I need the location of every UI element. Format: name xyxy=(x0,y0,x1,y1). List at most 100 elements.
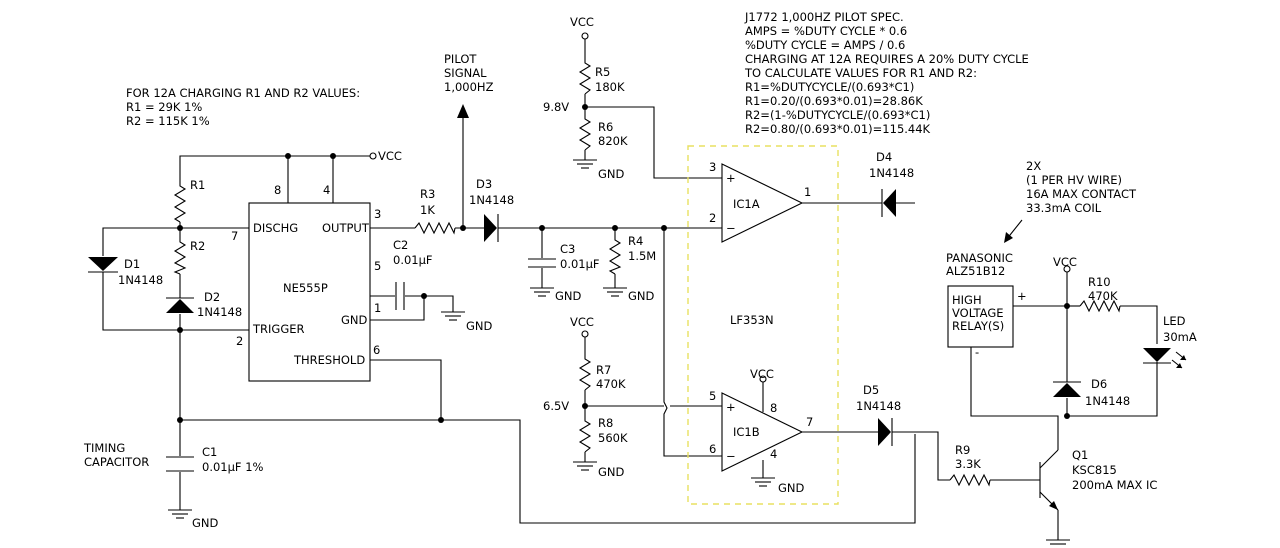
pin-number: 2 xyxy=(236,334,243,348)
pin-gnd-label: GND xyxy=(341,313,368,327)
r7-value: 470K xyxy=(596,377,626,391)
svg-text:FOR 12A CHARGING R1 AND R2 VAL: FOR 12A CHARGING R1 AND R2 VALUES: xyxy=(126,86,360,100)
gnd-label: GND xyxy=(628,289,655,303)
capacitor-c2 xyxy=(395,282,405,310)
vcc-label: VCC xyxy=(1053,255,1077,269)
led-ref: LED xyxy=(1163,314,1186,328)
c2-value: 0.01µF xyxy=(393,253,433,267)
gnd-label: GND xyxy=(778,481,805,495)
resistor-r5 xyxy=(578,60,592,95)
junctions xyxy=(177,104,1070,423)
d1-ref: D1 xyxy=(124,257,140,271)
pin-number: 6 xyxy=(709,442,716,456)
capacitor-c3 xyxy=(528,258,556,268)
d5-value: 1N4148 xyxy=(856,399,901,413)
c1-ref: C1 xyxy=(202,445,217,459)
pin-number: 1 xyxy=(804,185,811,199)
gnd-label: GND xyxy=(555,289,582,303)
lf353-label: LF353N xyxy=(730,313,774,327)
svg-text:16A MAX CONTACT: 16A MAX CONTACT xyxy=(1026,187,1137,201)
svg-text:R1 = 29K 1%: R1 = 29K 1% xyxy=(126,100,202,114)
svg-text:R2=(1-%DUTYCYCLE/(0.693*C1): R2=(1-%DUTYCYCLE/(0.693*C1) xyxy=(745,108,930,122)
q1-value: KSC815 xyxy=(1072,463,1117,477)
pin-number: 7 xyxy=(806,415,813,429)
diode-d6 xyxy=(1053,381,1081,397)
resistor-r6 xyxy=(578,116,592,151)
ic1b-label: IC1B xyxy=(733,425,760,439)
resistor-r1 xyxy=(173,182,187,223)
pin-number: 5 xyxy=(709,389,716,403)
capacitor-c1 xyxy=(166,456,194,472)
relay-note: 2X (1 PER HV WIRE) 16A MAX CONTACT 33.3m… xyxy=(1026,159,1137,215)
d4-value: 1N4148 xyxy=(869,166,914,180)
pilot-arrow xyxy=(457,104,469,118)
pin-number: 8 xyxy=(770,401,777,415)
relay-minus: - xyxy=(975,345,979,359)
pin-number: 1 xyxy=(374,301,381,315)
relay-part: ALZ51B12 xyxy=(946,264,1005,278)
ground-symbols xyxy=(168,159,1070,545)
r1-ref: R1 xyxy=(190,178,205,192)
svg-text:PILOT: PILOT xyxy=(444,52,477,66)
relay-arrow xyxy=(1004,219,1023,243)
resistor-r8 xyxy=(578,418,592,453)
diode-d1 xyxy=(88,257,118,273)
svg-text:CAPACITOR: CAPACITOR xyxy=(84,455,149,469)
resistor-r7 xyxy=(578,356,592,391)
d6-ref: D6 xyxy=(1091,377,1107,391)
c1-value: 0.01µF 1% xyxy=(202,460,264,474)
pin-number: 4 xyxy=(323,183,330,197)
pin-number: 3 xyxy=(709,160,716,174)
led xyxy=(1143,348,1187,369)
ic1b-plus: + xyxy=(726,400,736,414)
r10-value: 470K xyxy=(1088,289,1118,303)
diode-d4 xyxy=(881,189,896,217)
q1-note: 200mA MAX IC xyxy=(1072,478,1157,492)
r2-ref: R2 xyxy=(190,239,205,253)
diode-d2 xyxy=(166,297,194,313)
ne555-label: NE555P xyxy=(283,281,328,295)
r4-value: 1.5M xyxy=(628,249,656,263)
svg-text:R1=%DUTYCYCLE/(0.693*C1): R1=%DUTYCYCLE/(0.693*C1) xyxy=(745,80,914,94)
c2-ref: C2 xyxy=(393,238,408,252)
r8-ref: R8 xyxy=(598,416,613,430)
r9-value: 3.3K xyxy=(955,457,981,471)
svg-text:33.3mA COIL: 33.3mA COIL xyxy=(1026,201,1102,215)
node-voltage: 9.8V xyxy=(543,100,569,114)
svg-text:R1=0.20/(0.693*0.01)=28.86K: R1=0.20/(0.693*0.01)=28.86K xyxy=(745,94,923,108)
pilot-signal-label: PILOT SIGNAL 1,000HZ xyxy=(444,52,494,94)
r-values-note: FOR 12A CHARGING R1 AND R2 VALUES: R1 = … xyxy=(126,86,360,128)
svg-text:2X: 2X xyxy=(1026,159,1041,173)
ic1a-minus: − xyxy=(726,221,736,235)
opamp-ic1b xyxy=(721,392,804,472)
pin-number: 6 xyxy=(373,343,380,357)
pin-output-label: OUTPUT xyxy=(322,221,370,235)
r4-ref: R4 xyxy=(628,234,643,248)
r3-value: 1K xyxy=(420,203,435,217)
relay-box-line: HIGH xyxy=(952,293,982,307)
r5-ref: R5 xyxy=(595,65,610,79)
opamp-ic1a xyxy=(721,163,804,243)
pin-threshold-label: THRESHOLD xyxy=(293,353,365,367)
c3-value: 0.01µF xyxy=(560,257,600,271)
svg-text:R2=0.80/(0.693*0.01)=115.44K: R2=0.80/(0.693*0.01)=115.44K xyxy=(745,122,931,136)
resistor-r3 xyxy=(414,221,456,235)
pin-number: 4 xyxy=(770,447,777,461)
r8-value: 560K xyxy=(598,431,628,445)
relay-plus: + xyxy=(1017,289,1027,303)
pin-number: 7 xyxy=(231,229,238,243)
resistor-r4 xyxy=(608,236,622,275)
d2-value: 1N4148 xyxy=(197,305,242,319)
svg-text:%DUTY CYCLE = AMPS / 0.6: %DUTY CYCLE = AMPS / 0.6 xyxy=(745,38,905,52)
d4-ref: D4 xyxy=(876,150,892,164)
diode-d5 xyxy=(878,418,893,446)
r9-ref: R9 xyxy=(955,443,970,457)
relay-box xyxy=(947,285,1014,348)
ic1a-label: IC1A xyxy=(733,197,760,211)
r10-ref: R10 xyxy=(1088,275,1111,289)
gnd-label: GND xyxy=(598,465,625,479)
pin-number: 8 xyxy=(274,183,281,197)
r5-value: 180K xyxy=(595,80,625,94)
led-value: 30mA xyxy=(1163,330,1197,344)
svg-text:R2 = 115K 1%: R2 = 115K 1% xyxy=(126,114,210,128)
